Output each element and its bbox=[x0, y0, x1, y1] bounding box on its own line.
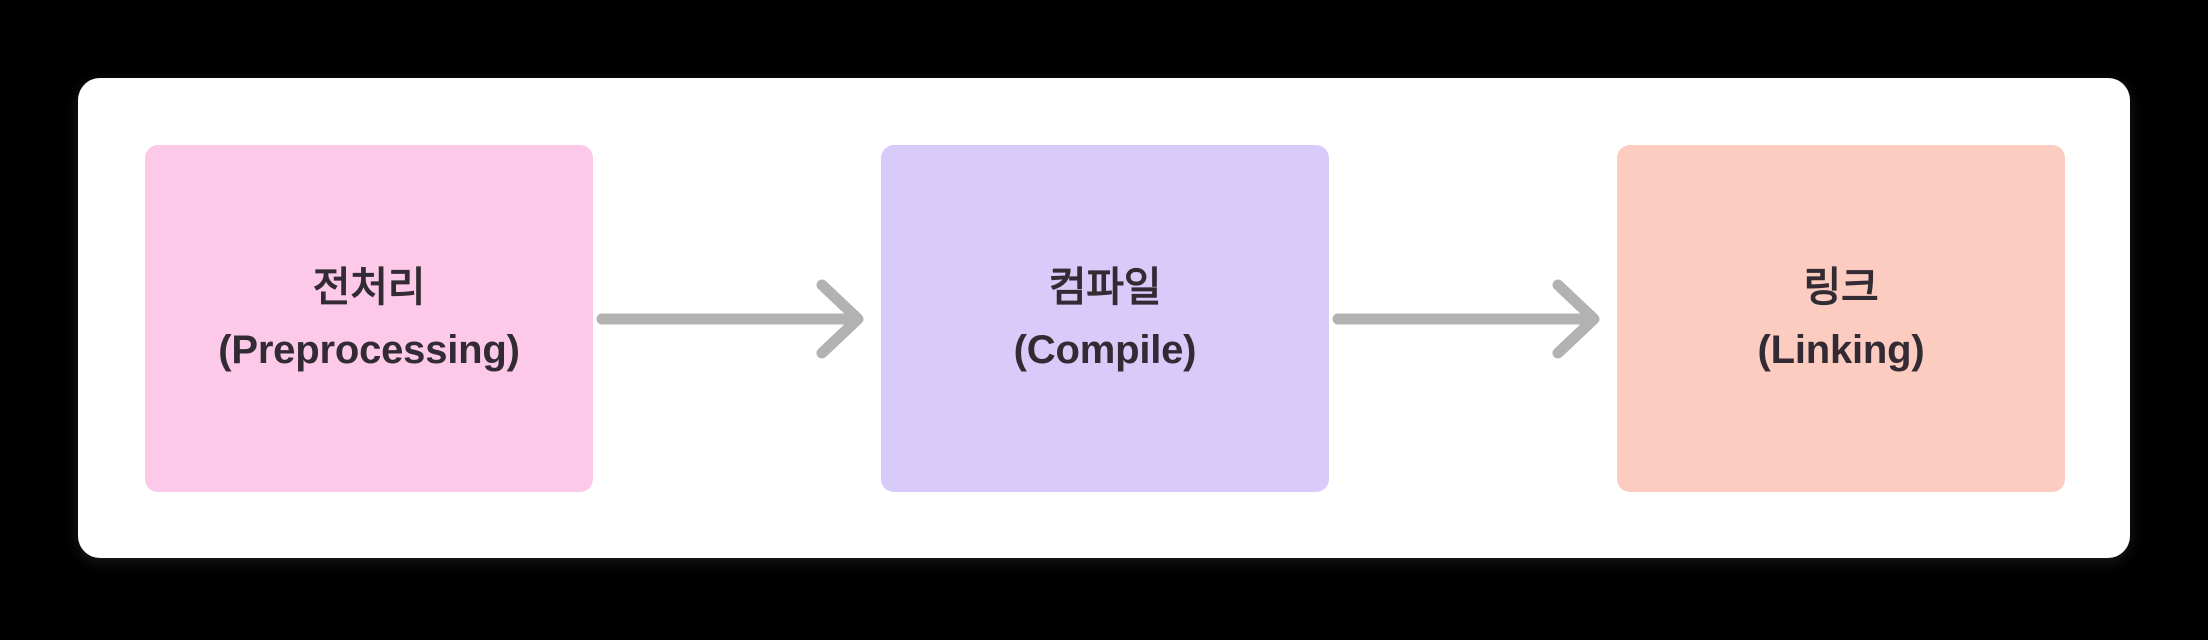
process-flow: 전처리 (Preprocessing) 컴파일 (Compile) 링크 bbox=[145, 145, 2065, 492]
stage-label-ko: 전처리 bbox=[312, 264, 426, 310]
diagram-card: 전처리 (Preprocessing) 컴파일 (Compile) 링크 bbox=[78, 78, 2130, 558]
arrow-right-icon bbox=[1332, 279, 1600, 358]
stage-box-preprocessing[interactable]: 전처리 (Preprocessing) bbox=[145, 145, 593, 492]
stage-label-en: (Compile) bbox=[1013, 328, 1197, 372]
stage-label-en: (Preprocessing) bbox=[218, 328, 520, 372]
stage-box-compile[interactable]: 컴파일 (Compile) bbox=[881, 145, 1329, 492]
stage-box-linking[interactable]: 링크 (Linking) bbox=[1617, 145, 2065, 492]
stage-label-ko: 링크 bbox=[1803, 264, 1879, 310]
arrow-right-icon bbox=[596, 279, 864, 358]
stage-label-ko: 컴파일 bbox=[1048, 264, 1162, 310]
stage-label-en: (Linking) bbox=[1757, 328, 1925, 372]
